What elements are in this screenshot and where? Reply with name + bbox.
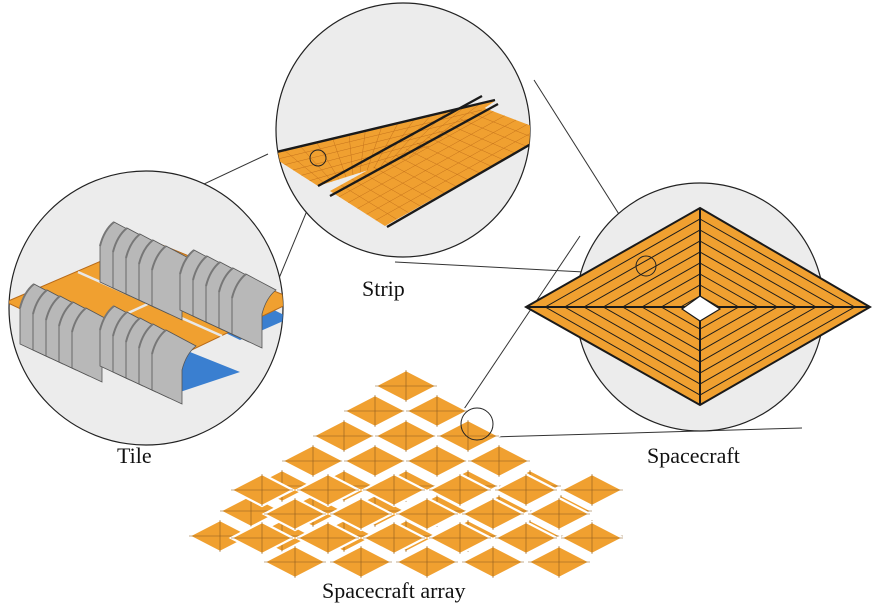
spacecraft-magnifier bbox=[523, 182, 872, 432]
tile-label: Tile bbox=[117, 443, 152, 468]
strip-magnifier bbox=[275, 2, 531, 258]
spacecraft-label: Spacecraft bbox=[647, 443, 740, 468]
spacecraft-array-label: Spacecraft array bbox=[322, 578, 466, 603]
tile-magnifier bbox=[8, 170, 284, 446]
strip-label: Strip bbox=[362, 276, 405, 301]
spacecraft-array bbox=[186, 368, 626, 580]
